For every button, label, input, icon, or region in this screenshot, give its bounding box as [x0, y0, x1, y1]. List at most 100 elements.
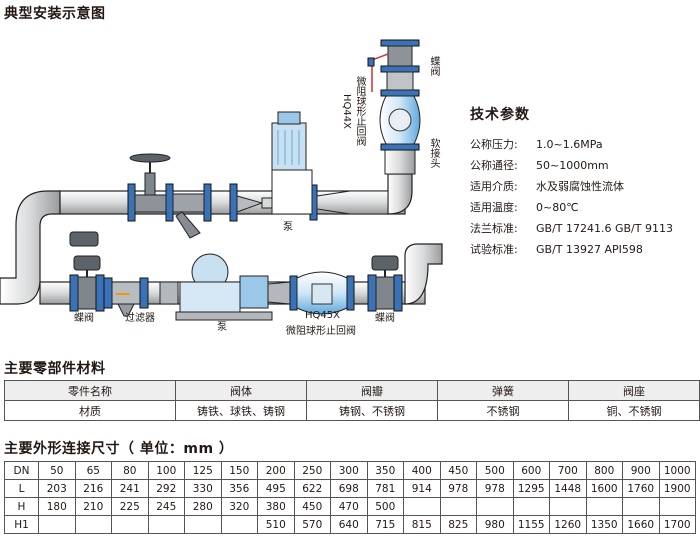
table-cell: 380: [257, 497, 295, 516]
table-cell: 203: [38, 479, 76, 498]
install-diagram-title: 典型安装示意图: [4, 6, 106, 22]
param-row: 适用介质:水及弱腐蚀性流体: [470, 176, 698, 197]
table-cell: 1155: [512, 515, 550, 534]
table-cell: 978: [476, 479, 514, 498]
upper-left-butterfly-actuator: [69, 231, 99, 247]
table-cell: 1760: [622, 479, 660, 498]
lower-left-butterfly-valve: [69, 255, 105, 312]
materials-data-row: 材质 铸铁、球铁、铸钢 铸钢、不锈钢 不锈钢 铜、不锈钢: [4, 400, 700, 421]
tech-params-panel: 技术参数 公称压力:1.0~1.6MPa 公称通径:50~1000mm 适用介质…: [470, 104, 698, 260]
param-value: 水及弱腐蚀性流体: [536, 180, 624, 193]
param-row: 试验标准: GB/T 13927 API598: [470, 239, 698, 260]
table-cell: [658, 497, 696, 516]
table-cell: 1000: [658, 461, 696, 480]
pump-bottom-label: 泵: [217, 322, 227, 333]
left-return-pipe: [0, 190, 61, 305]
param-value: GB/T 17241.6 GB/T 9113: [536, 222, 673, 235]
table-cell: [111, 515, 149, 534]
table-cell: 400: [403, 461, 441, 480]
hq45x-desc-label: 微阻球形止回阀: [286, 326, 356, 337]
table-cell: 1448: [549, 479, 587, 498]
installation-diagram: HQ44X 微阻球形止回阀 蝶阀 软接头 泵 蝶阀 过滤器 泵 HQ45X 微阻…: [0, 20, 460, 345]
table-cell: 210: [74, 497, 112, 516]
table-cell: 500: [366, 497, 404, 516]
table-header-cell: 阀瓣: [306, 380, 438, 401]
table-cell: 825: [439, 515, 477, 534]
param-row: 适用温度: 0~80℃: [470, 197, 698, 218]
soft-joint-label: 软接头: [428, 138, 439, 168]
table-cell: 1700: [658, 515, 696, 534]
row-label-cell: L: [4, 479, 39, 498]
table-cell: 241: [111, 479, 149, 498]
param-key: 试验标准:: [470, 243, 518, 256]
top-butterfly-label: 蝶阀: [428, 56, 439, 76]
reducer: [236, 195, 264, 213]
param-key: 法兰标准:: [470, 222, 518, 235]
table-cell: 材质: [4, 400, 176, 421]
row-label-cell: H1: [4, 515, 39, 534]
table-cell: [622, 497, 660, 516]
table-cell: 245: [147, 497, 185, 516]
table-cell: [512, 497, 550, 516]
table-cell: 700: [549, 461, 587, 480]
outlet-elbow: [404, 243, 443, 305]
table-cell: 1350: [585, 515, 623, 534]
table-cell: 330: [184, 479, 222, 498]
table-cell: [184, 515, 222, 534]
table-cell: 715: [366, 515, 404, 534]
vertical-pump: [261, 111, 313, 215]
table-cell: 250: [293, 461, 331, 480]
table-cell: 150: [220, 461, 258, 480]
param-key: 公称通径:: [470, 159, 518, 172]
soft-joint-body: [384, 147, 416, 175]
table-cell: 225: [111, 497, 149, 516]
table-cell: 1260: [549, 515, 587, 534]
horizontal-pump: [159, 253, 291, 321]
table-cell: 1295: [512, 479, 550, 498]
table-cell: 1600: [585, 479, 623, 498]
table-cell: 980: [476, 515, 514, 534]
table-cell: 495: [257, 479, 295, 498]
table-cell: 50: [38, 461, 76, 480]
table-cell: 200: [257, 461, 295, 480]
table-cell: 815: [403, 515, 441, 534]
upper-strainer: [172, 193, 205, 239]
param-value: 0~80℃: [536, 201, 579, 214]
table-cell: 978: [439, 479, 477, 498]
hq44x-desc-label: 微阻球形止回阀: [354, 76, 365, 146]
table-cell: 280: [184, 497, 222, 516]
param-value: GB/T 13927 API598: [536, 243, 643, 256]
param-key: 适用温度:: [470, 201, 518, 214]
table-header-cell: 阀体: [175, 380, 307, 401]
param-row: 法兰标准: GB/T 17241.6 GB/T 9113: [470, 218, 698, 239]
table-cell: [549, 497, 587, 516]
pump-top-label: 泵: [283, 222, 293, 233]
gate-valve: [129, 153, 171, 213]
table-cell: 450: [293, 497, 331, 516]
upper-elbow: [387, 173, 413, 215]
table-cell: 470: [330, 497, 368, 516]
pipeline-schematic: [0, 39, 443, 321]
table-header-cell: 阀座: [568, 380, 700, 401]
table-cell: 500: [476, 461, 514, 480]
expander: [316, 190, 389, 215]
table-cell: 216: [74, 479, 112, 498]
table-cell: [476, 497, 514, 516]
filter-label: 过滤器: [125, 313, 155, 324]
param-row: 公称通径:50~1000mm: [470, 155, 698, 176]
table-cell: 800: [585, 461, 623, 480]
table-cell: 125: [184, 461, 222, 480]
table-cell: 781: [366, 479, 404, 498]
table-cell: [220, 515, 258, 534]
table-cell: [403, 497, 441, 516]
table-cell: 510: [257, 515, 295, 534]
table-cell: 铸钢、不锈钢: [306, 400, 438, 421]
lower-right-butterfly-valve: [367, 255, 403, 312]
top-butterfly-valve: [387, 45, 413, 67]
table-cell: 65: [74, 461, 112, 480]
table-cell: 292: [147, 479, 185, 498]
